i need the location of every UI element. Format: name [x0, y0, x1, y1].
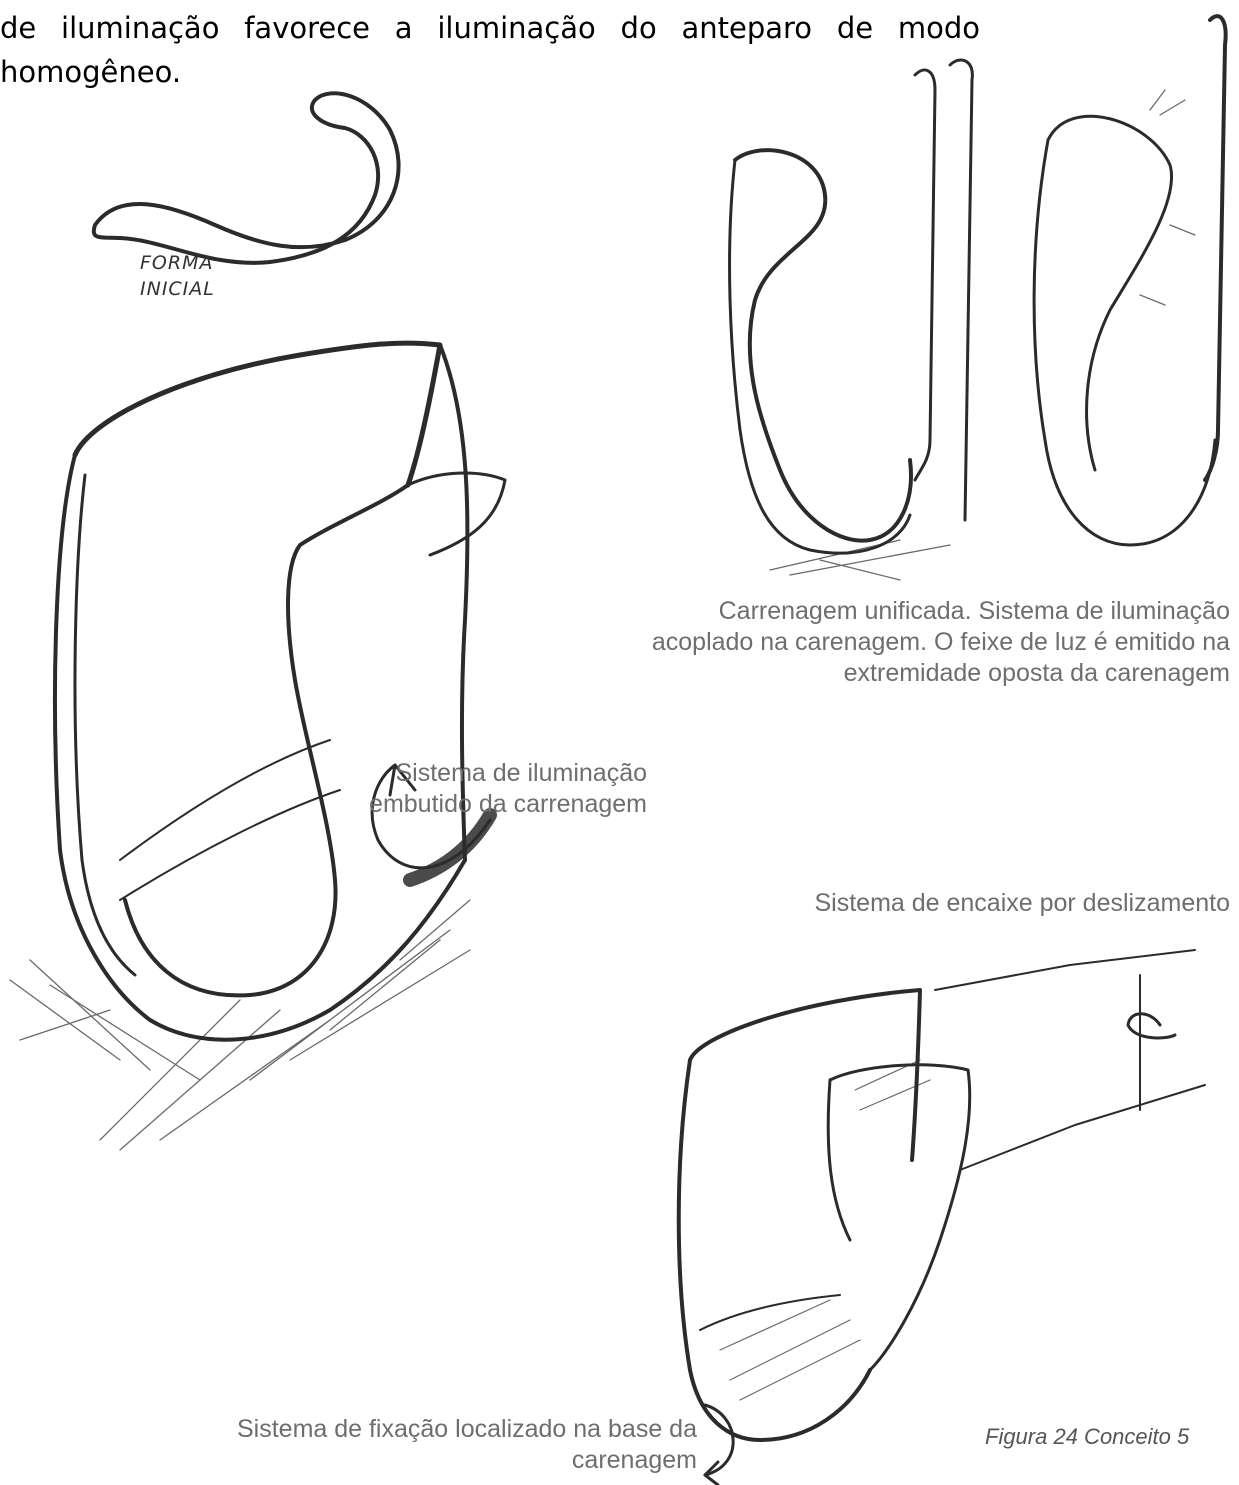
main-carenagem-sketch	[10, 343, 505, 1150]
figure-caption: Figura 24 Conceito 5	[985, 1424, 1189, 1450]
caption-carrenagem-unificada: Carrenagem unificada. Sistema de ilumina…	[640, 596, 1230, 704]
caption-sistema-iluminacao: Sistema de iluminação embutido da carren…	[350, 758, 647, 820]
caption-sistema-fixacao: Sistema de fixação localizado na base da…	[150, 1414, 697, 1476]
initial-form-sketch	[94, 93, 399, 263]
initial-form-label: FORMA INICIAL	[140, 250, 215, 302]
caption-sistema-encaixe: Sistema de encaixe por deslizamento	[700, 888, 1230, 919]
side-view-sketches	[730, 16, 1226, 580]
sliding-fit-sketch	[679, 950, 1205, 1440]
